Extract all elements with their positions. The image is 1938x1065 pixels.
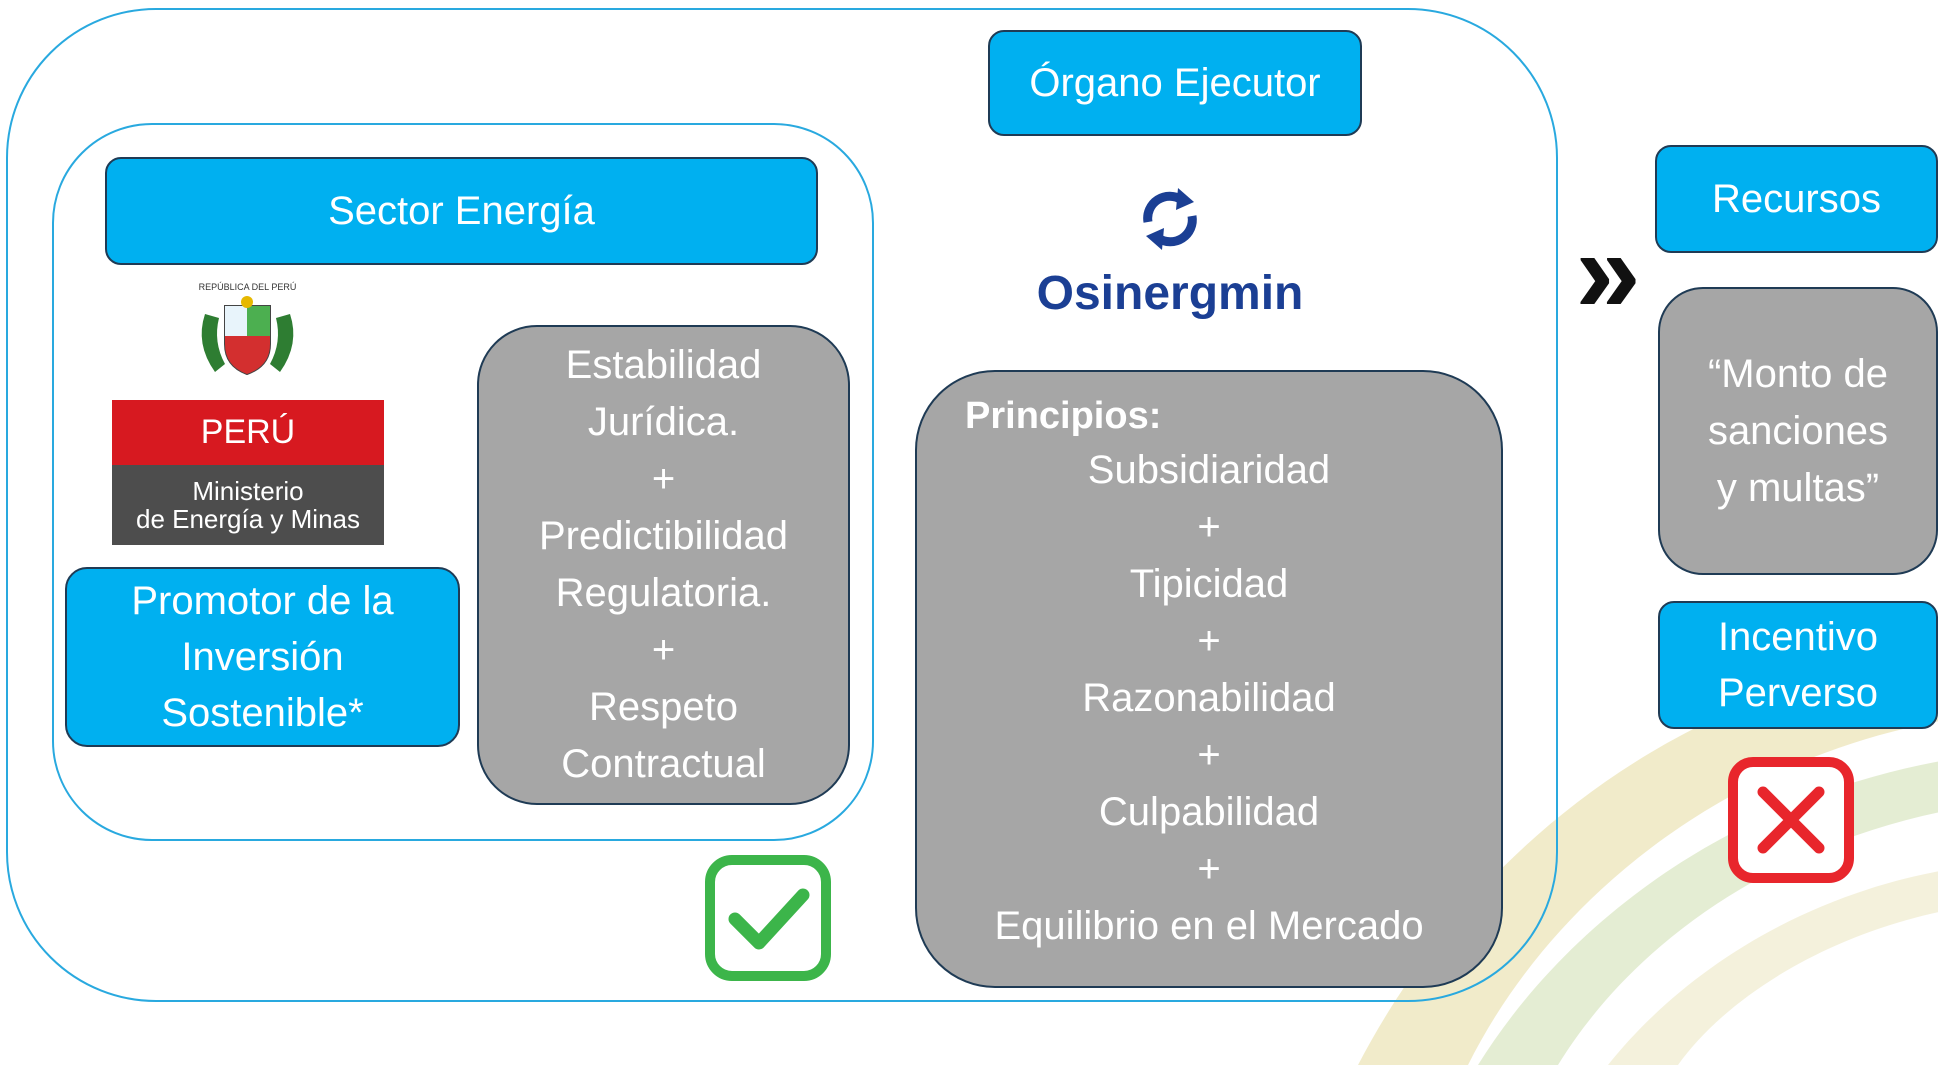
estabilidad-box: Estabilidad Jurídica. + Predictibilidad … bbox=[477, 325, 850, 805]
principios-line: Culpabilidad bbox=[1098, 790, 1320, 834]
peru-country-label: PERÚ bbox=[200, 413, 296, 451]
estabilidad-line: Predictibilidad bbox=[538, 514, 789, 558]
principios-line: Subsidiaridad bbox=[1087, 448, 1331, 492]
principios-line: + bbox=[1197, 505, 1221, 549]
peru-banner: PERÚ bbox=[112, 400, 384, 465]
organo-ejecutor-box: Órgano Ejecutor bbox=[988, 30, 1362, 136]
recursos-label: Recursos bbox=[1712, 177, 1881, 221]
principios-box: Principios: Subsidiaridad + Tipicidad + … bbox=[915, 370, 1503, 988]
monto-line: sanciones bbox=[1707, 408, 1889, 453]
estabilidad-line: Regulatoria. bbox=[555, 571, 772, 615]
cross-icon bbox=[1728, 757, 1854, 883]
sector-energia-label: Sector Energía bbox=[328, 189, 595, 233]
principios-line: Equilibrio en el Mercado bbox=[994, 904, 1424, 948]
promotor-line2: Inversión bbox=[181, 635, 344, 679]
ministerio-line2: de Energía y Minas bbox=[135, 504, 360, 534]
incentivo-box: Incentivo Perverso bbox=[1658, 601, 1938, 729]
estabilidad-line: Contractual bbox=[561, 742, 766, 786]
sector-frame bbox=[52, 123, 874, 841]
monto-box: “Monto de sanciones y multas” bbox=[1658, 287, 1938, 575]
osinergmin-logo: Osinergmin bbox=[1020, 178, 1320, 328]
monto-line: y multas” bbox=[1716, 465, 1880, 510]
principios-line: + bbox=[1197, 619, 1221, 663]
principios-heading: Principios: bbox=[965, 395, 1162, 437]
osinergmin-cycle-icon bbox=[1143, 188, 1197, 250]
promotor-box: Promotor de la Inversión Sostenible* bbox=[65, 567, 460, 747]
monto-line: “Monto de bbox=[1707, 351, 1889, 396]
principios-line: Razonabilidad bbox=[1082, 676, 1336, 720]
estabilidad-line: + bbox=[651, 628, 676, 672]
estabilidad-line: Respeto bbox=[589, 685, 738, 729]
promotor-line1: Promotor de la bbox=[131, 579, 394, 623]
principios-line: + bbox=[1197, 847, 1221, 891]
ministerio-banner: Ministerio de Energía y Minas bbox=[112, 465, 384, 545]
organo-ejecutor-label: Órgano Ejecutor bbox=[1029, 61, 1321, 105]
incentivo-line2: Perverso bbox=[1717, 671, 1879, 715]
ministerio-line1: Ministerio bbox=[192, 476, 304, 506]
estabilidad-line: Estabilidad bbox=[565, 343, 762, 387]
peru-seal-logo: REPÚBLICA DEL PERÚ bbox=[195, 282, 300, 382]
incentivo-line1: Incentivo bbox=[1717, 615, 1879, 659]
sector-energia-box: Sector Energía bbox=[105, 157, 818, 265]
coat-of-arms-icon bbox=[201, 296, 294, 376]
double-chevron-icon: » bbox=[1575, 206, 1641, 338]
recursos-box: Recursos bbox=[1655, 145, 1938, 253]
estabilidad-line: Jurídica. bbox=[587, 400, 740, 444]
peru-seal-text: REPÚBLICA DEL PERÚ bbox=[198, 282, 297, 292]
principios-line: + bbox=[1197, 733, 1221, 777]
promotor-line3: Sostenible* bbox=[161, 691, 364, 735]
outer-frame bbox=[6, 8, 1558, 1002]
check-icon bbox=[705, 855, 831, 981]
osinergmin-wordmark: Osinergmin bbox=[1036, 267, 1304, 320]
estabilidad-line: + bbox=[651, 457, 676, 501]
principios-line: Tipicidad bbox=[1129, 562, 1289, 606]
